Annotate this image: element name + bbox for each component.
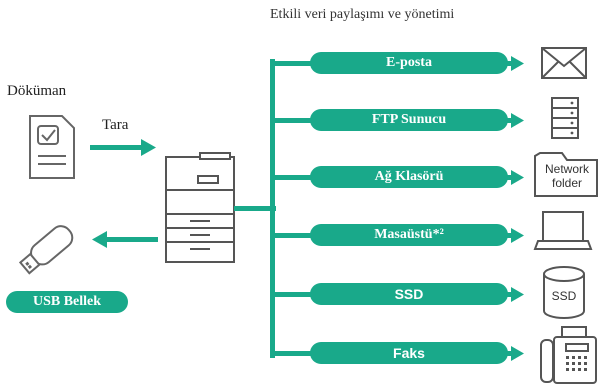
folder-icon-label-line1: Network [544,162,589,176]
folder-icon [534,152,598,197]
destination-network-folder: Ağ Klasörü [310,166,508,188]
usb-arrow [92,231,158,248]
printer-icon [165,152,235,263]
fax-icon [540,326,597,384]
destination-fax: Faks [310,342,508,364]
laptop-icon [533,211,593,250]
scan-arrow [90,139,156,156]
usb-memory-pill: USB Bellek [6,291,128,313]
destination-email: E-posta [310,52,508,74]
destination-ftp-server: FTP Sunucu [310,109,508,131]
usb-stick-icon [18,225,74,275]
folder-icon-label: Network folder [537,162,597,190]
ssd-icon-label: SSD [551,289,577,303]
envelope-icon [541,47,587,79]
folder-icon-label-line2: folder [551,176,583,190]
diagram-title: Etkili veri paylaşımı ve yönetimi [270,7,455,22]
destination-ssd: SSD [310,283,508,305]
connector-lines [234,56,524,361]
destination-desktop: Masaüstü*² [310,224,508,246]
scan-label: Tara [102,117,129,133]
ssd-icon [543,266,585,319]
server-icon [551,97,579,139]
document-label: Döküman [7,83,67,99]
document-icon [29,115,75,179]
